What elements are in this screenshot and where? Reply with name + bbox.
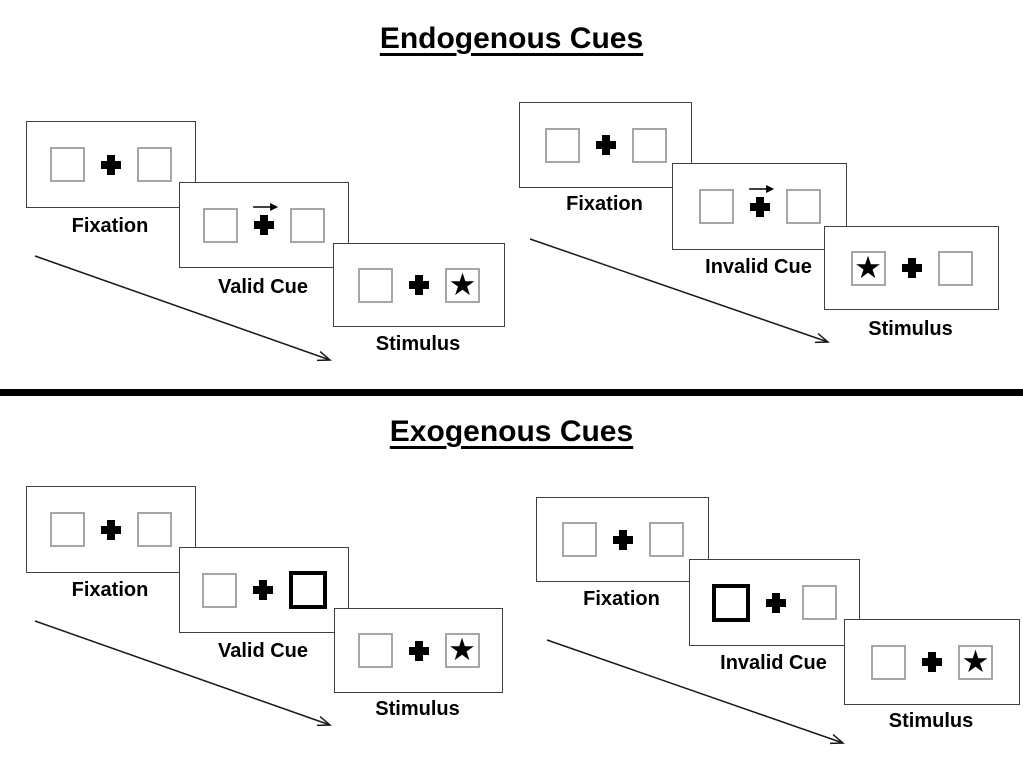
star-icon: ★: [854, 249, 882, 285]
left-placeholder-box: [201, 572, 237, 608]
fixation-cross-icon: [101, 154, 121, 175]
timeline-arrow: [546, 639, 845, 745]
endogenous-valid-fixation-panel: [26, 121, 196, 208]
right-placeholder-box: [802, 585, 837, 620]
star-target-box: ★: [850, 249, 886, 286]
arrow-right-icon: [253, 203, 279, 211]
fixation-cross-icon: [408, 640, 429, 661]
section-title-endogenous: Endogenous Cues: [0, 22, 1023, 56]
left-placeholder-box: [544, 127, 580, 163]
panel-label: Stimulus: [375, 333, 461, 355]
section-title-exogenous: Exogenous Cues: [0, 415, 1023, 449]
panel-label: Valid Cue: [217, 276, 309, 298]
endogenous-invalid-stimulus-panel: ★: [824, 226, 999, 310]
panel-label: Fixation: [583, 588, 660, 610]
right-placeholder-box: [290, 207, 325, 243]
panel-label: Fixation: [566, 193, 643, 215]
exogenous-invalid-fixation-panel: [536, 497, 709, 582]
fixation-cross-icon: [748, 184, 774, 217]
right-placeholder-box: [648, 522, 684, 557]
section-title-text: Exogenous Cues: [389, 415, 634, 448]
exogenous-invalid-stimulus-panel: ★: [844, 619, 1020, 705]
brightened-cue-box: [712, 583, 750, 622]
fixation-cross-icon: [253, 203, 279, 235]
right-placeholder-box: [137, 147, 172, 182]
star-target-box: ★: [444, 632, 480, 668]
exogenous-valid-stimulus-panel: ★: [334, 608, 503, 693]
fixation-cross-icon: [595, 135, 616, 155]
left-placeholder-box: [358, 267, 393, 303]
fixation-cross-icon: [252, 580, 273, 600]
arrow-right-icon: [748, 184, 774, 193]
panel-label: Valid Cue: [217, 640, 309, 662]
fixation-cross-icon: [766, 592, 786, 613]
timeline-arrow: [34, 620, 332, 727]
star-icon: ★: [961, 643, 990, 679]
fixation-cross-icon: [901, 258, 922, 278]
fixation-cross-icon: [101, 519, 121, 540]
right-placeholder-box: [137, 512, 172, 547]
timeline-arrow: [529, 238, 830, 344]
endogenous-invalid-fixation-panel: [519, 102, 692, 188]
fixation-cross-icon: [612, 529, 633, 550]
exogenous-valid-fixation-panel: [26, 486, 196, 573]
star-target-box: ★: [958, 643, 993, 680]
panel-label: Stimulus: [868, 318, 953, 340]
panel-label: Stimulus: [888, 710, 974, 732]
section-divider: [0, 389, 1023, 396]
star-icon: ★: [448, 632, 476, 667]
left-placeholder-box: [561, 522, 597, 557]
left-placeholder-box: [698, 189, 734, 224]
panel-label: Fixation: [71, 579, 149, 601]
left-placeholder-box: [50, 512, 85, 547]
right-placeholder-box: [785, 189, 821, 224]
exogenous-invalid-cue-panel: [689, 559, 860, 646]
star-target-box: ★: [445, 266, 480, 303]
panel-label: Stimulus: [375, 698, 460, 720]
exogenous-valid-cue-panel: [179, 547, 349, 633]
endogenous-valid-stimulus-panel: ★: [333, 243, 505, 327]
left-placeholder-box: [357, 633, 393, 668]
section-title-text: Endogenous Cues: [379, 22, 644, 55]
fixation-cross-icon: [922, 652, 942, 672]
fixation-cross-icon: [409, 275, 429, 295]
left-placeholder-box: [50, 147, 85, 182]
left-placeholder-box: [203, 207, 238, 243]
panel-label: Fixation: [71, 215, 149, 237]
panel-label: Invalid Cue: [720, 652, 827, 674]
panel-label: Invalid Cue: [705, 256, 812, 278]
endogenous-valid-cue-panel: [179, 182, 349, 268]
endogenous-invalid-cue-panel: [672, 163, 847, 250]
brightened-cue-box: [288, 571, 327, 609]
timeline-arrow: [34, 255, 332, 362]
left-placeholder-box: [871, 644, 906, 680]
right-placeholder-box: [631, 127, 667, 163]
right-placeholder-box: [937, 250, 973, 286]
star-icon: ★: [448, 266, 477, 302]
